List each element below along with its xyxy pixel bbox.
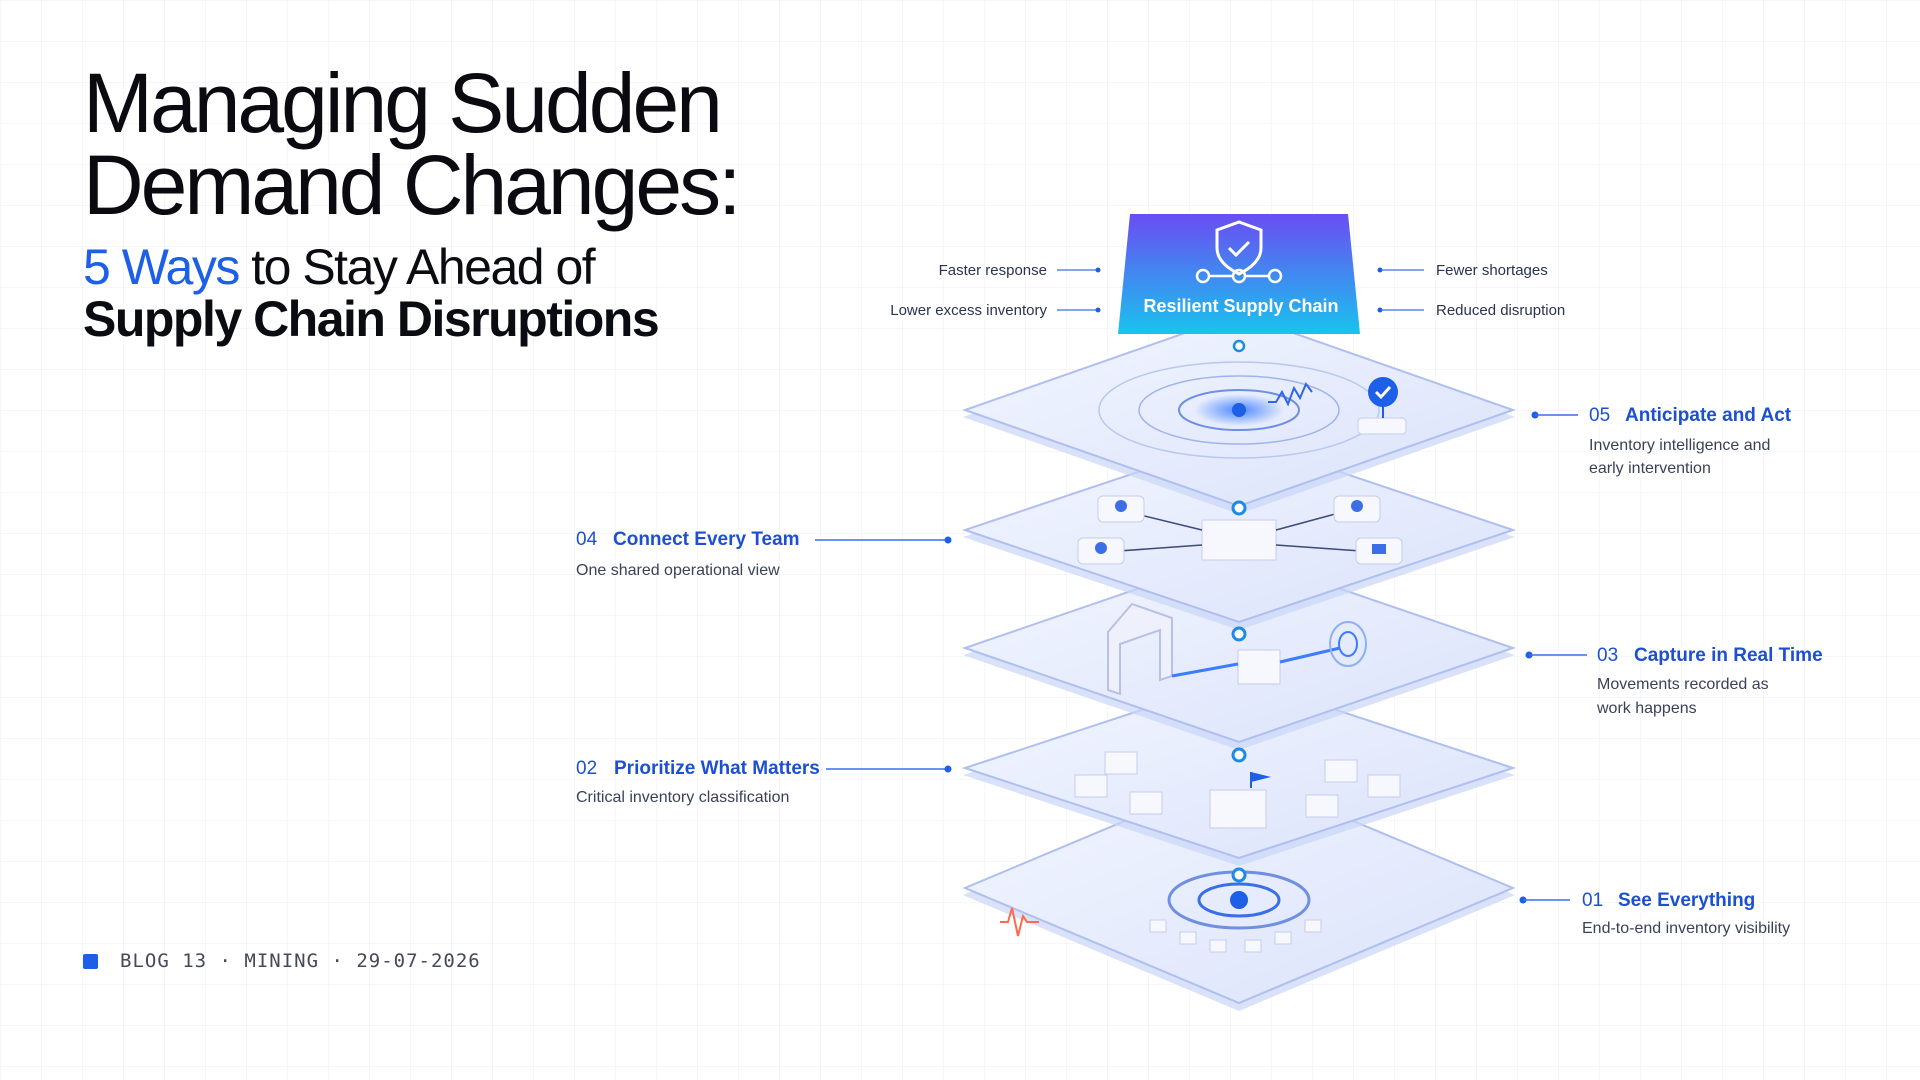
step-04-desc-1: One shared operational view: [576, 562, 780, 579]
leader-dot: [1377, 307, 1383, 313]
connector-node: [1231, 867, 1247, 883]
benefit-right-2: Reduced disruption: [1436, 302, 1565, 319]
connector-node: [1231, 500, 1247, 516]
title-block: Managing Sudden Demand Changes: 5 Ways t…: [83, 56, 783, 347]
trend-line-icon: [1268, 382, 1313, 407]
platform-01: [962, 771, 1516, 1011]
benefit-right-1: Fewer shortages: [1436, 262, 1548, 279]
connector-node: [1231, 747, 1247, 763]
subtitle-line2: Supply Chain Disruptions: [83, 291, 660, 347]
capstone-label: Resilient Supply Chain: [1143, 296, 1338, 316]
step-01-title: See Everything: [1618, 890, 1755, 911]
step-03-label: 03 Capture in Real Time Movements record…: [1525, 645, 1823, 717]
leader-dot: [944, 765, 952, 773]
step-05-desc-1: Inventory intelligence and: [1589, 437, 1770, 454]
benefit-left-1: Faster response: [939, 262, 1047, 279]
leader-dot: [944, 536, 952, 544]
connector-node: [1231, 626, 1247, 642]
subtitle-accent: 5 Ways: [83, 239, 240, 295]
footer-meta: BLOG 13 · MINING · 29-07-2026: [83, 950, 481, 972]
step-05-title: Anticipate and Act: [1625, 405, 1792, 426]
platform-05: [961, 312, 1517, 514]
step-02-title: Prioritize What Matters: [614, 758, 820, 779]
leader-dot: [1377, 267, 1383, 273]
subtitle-rest: to Stay Ahead of: [238, 239, 595, 295]
step-02-desc-1: Critical inventory classification: [576, 789, 789, 806]
step-03-title: Capture in Real Time: [1634, 645, 1823, 666]
capstone-card: Resilient Supply Chain: [1118, 214, 1360, 334]
step-05-label: 05 Anticipate and Act Inventory intellig…: [1531, 405, 1792, 477]
platform-04: [961, 436, 1517, 630]
platform-03: [961, 552, 1517, 750]
step-01-number: 01: [1582, 890, 1603, 911]
step-04-number: 04: [576, 529, 598, 550]
flag-icon: [1251, 772, 1271, 782]
step-05-number: 05: [1589, 405, 1610, 426]
blog-marker-icon: [83, 953, 98, 969]
step-01-label: 01 See Everything End-to-end inventory v…: [1519, 890, 1790, 937]
step-04-title: Connect Every Team: [613, 529, 800, 550]
shield-check-icon: [1215, 220, 1263, 276]
benefit-left-2: Lower excess inventory: [890, 302, 1047, 319]
step-03-desc-2: work happens: [1596, 700, 1697, 717]
scanner-gate-icon: [1107, 602, 1173, 696]
step-02-label: 02 Prioritize What Matters Critical inve…: [576, 758, 952, 806]
page-title-line1: Managing Sudden: [83, 56, 723, 150]
platform-02: [961, 676, 1517, 866]
connector-node: [1232, 339, 1246, 353]
subtitle-line1: 5 Ways to Stay Ahead of: [83, 240, 783, 294]
signal-icon: [1329, 621, 1367, 667]
footer-text: BLOG 13 · MINING · 29-07-2026: [120, 950, 481, 972]
step-05-desc-2: early intervention: [1589, 460, 1711, 477]
leader-dot: [1095, 267, 1101, 273]
step-03-desc-1: Movements recorded as: [1597, 676, 1769, 693]
step-04-label: 04 Connect Every Team One shared operati…: [576, 529, 952, 579]
check-badge-icon: [1368, 377, 1398, 407]
leader-dot: [1095, 307, 1101, 313]
step-02-number: 02: [576, 758, 597, 779]
page-title-line2: Demand Changes:: [83, 138, 741, 232]
step-01-desc-1: End-to-end inventory visibility: [1582, 920, 1790, 937]
step-03-number: 03: [1597, 645, 1618, 666]
